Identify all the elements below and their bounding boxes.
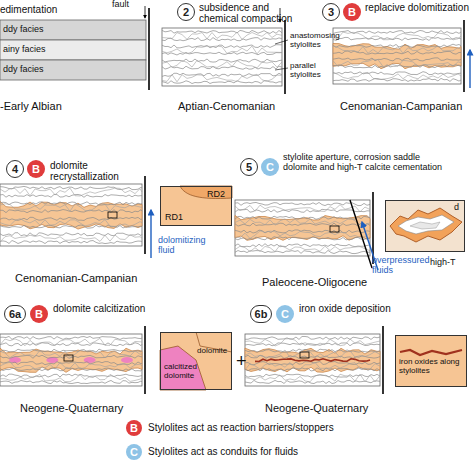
legend-letter: B xyxy=(126,420,142,436)
circle-label: 3 xyxy=(323,4,339,20)
rock-block xyxy=(0,176,145,254)
rock-block xyxy=(333,20,464,92)
annotation-text: overpressured fluids xyxy=(372,256,428,276)
annotation-text: dolomite calcitization xyxy=(53,303,163,314)
artwork xyxy=(0,6,470,394)
annotation-text: dolomitizing fluid xyxy=(158,236,220,256)
circle-label: C xyxy=(261,158,279,176)
annotation-text: iron oxide deposition xyxy=(299,303,419,314)
annotation-text: stylolite aperture, corrosion saddle dol… xyxy=(283,153,443,173)
annotation-text: ainy facies xyxy=(3,45,103,55)
annotation-text: fault xyxy=(112,0,142,10)
annotation-text: Neogene-Quaternary xyxy=(265,402,405,414)
annotation-text: Neogene-Quaternary xyxy=(20,402,160,414)
step-number: 6b xyxy=(250,305,272,323)
legend-entry: Stylolites act as reaction barriers/stop… xyxy=(126,420,426,438)
step-number: 2 xyxy=(177,3,195,21)
process-letter: B xyxy=(30,305,48,323)
step-number: 6a xyxy=(4,305,26,323)
inset-drawing xyxy=(160,186,232,226)
rock-block xyxy=(162,20,285,94)
annotation-text: Cenomanian-Campanian xyxy=(340,100,474,112)
legend-letter: C xyxy=(126,444,142,460)
inset-label: calcitized dolomite xyxy=(164,363,204,381)
annotation-text: Aptian-Cenomanian xyxy=(178,100,318,112)
annotation-text: ddy facies xyxy=(3,25,103,35)
annotation-text: dolomite recrystallization xyxy=(50,160,154,182)
inset-box: iron oxides along stylolites xyxy=(395,335,467,387)
annotation-text: high-T xyxy=(430,258,470,268)
inset-drawing xyxy=(385,200,465,252)
circle-label: B xyxy=(343,3,361,21)
circle-label: 5 xyxy=(241,159,257,175)
inset-label: RD1 xyxy=(165,213,191,223)
circle-label: C xyxy=(276,305,294,323)
step-number: 5 xyxy=(240,158,258,176)
process-letter: B xyxy=(343,3,361,21)
circle-label: 2 xyxy=(178,4,194,20)
inset-drawing xyxy=(395,335,467,387)
process-letter: B xyxy=(27,160,45,178)
inset-label: d xyxy=(454,203,464,213)
annotation-text: ddy facies xyxy=(3,65,103,75)
annotation-text: replacive dolomitization xyxy=(365,2,471,13)
inset-box: d xyxy=(385,200,465,252)
annotation-text: parallel stylolites xyxy=(290,62,334,80)
legend-text: Stylolites act as conduits for fluids xyxy=(148,446,298,457)
circle-label: 6a xyxy=(5,306,25,322)
rock-block xyxy=(0,326,145,394)
annotation-text: subsidence and chemical compaction xyxy=(199,2,311,24)
annotation-text: Paleocene-Oligocene xyxy=(262,276,402,288)
rock-block xyxy=(245,326,383,394)
inset-label: dolomite xyxy=(197,347,231,356)
inset-label: iron oxides along stylolites xyxy=(399,358,465,376)
step-number: 3 xyxy=(322,3,340,21)
step-number: 4 xyxy=(6,160,24,178)
process-letter: C xyxy=(261,158,279,176)
circle-label: 4 xyxy=(7,161,23,177)
process-letter: C xyxy=(276,305,294,323)
legend-text: Stylolites act as reaction barriers/stop… xyxy=(148,422,334,433)
annotation-text: -Early Albian xyxy=(0,100,150,112)
annotation-text: Cenomanian-Campanian xyxy=(15,272,155,284)
inset-drawing xyxy=(160,332,232,390)
inset-label: RD2 xyxy=(207,190,233,200)
inset-box: RD2RD1 xyxy=(160,186,232,226)
circle-label: B xyxy=(30,305,48,323)
legend-entry: Stylolites act as conduits for fluids xyxy=(126,444,426,462)
circle-label: 6b xyxy=(251,306,271,322)
circle-label: B xyxy=(27,160,45,178)
facies-layers xyxy=(0,6,149,90)
annotation-text: + xyxy=(236,352,252,372)
rock-block xyxy=(235,192,373,264)
annotation-text: anastomosing stylolites xyxy=(290,32,334,50)
inset-box: calcitized dolomite dolomite xyxy=(160,332,232,390)
